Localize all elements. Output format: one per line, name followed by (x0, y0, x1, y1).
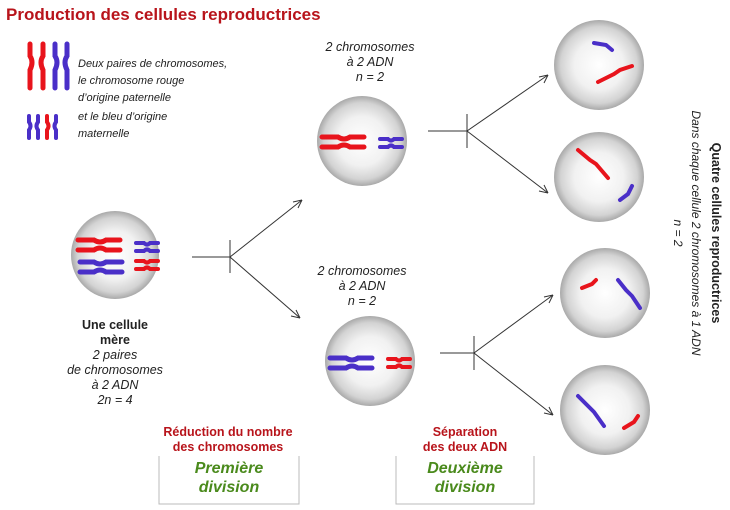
first-division-caption: Réduction du nombre des chromosomes (148, 425, 308, 455)
result-line-1: Dans chaque cellule 2 chromosomes à 1 AD… (689, 110, 703, 356)
legend-line-5: maternelle (78, 128, 130, 140)
division-boxes (158, 456, 535, 505)
top-cell-chromosomes (319, 134, 404, 150)
top-cell-label-line-3: n = 2 (355, 70, 385, 84)
second-division-name-line-2: division (434, 479, 496, 496)
bottom-cell-label-line-2: à 2 ADN (338, 279, 386, 293)
gamete-2-chromosomes (576, 148, 634, 202)
gamete-cell-3 (560, 248, 650, 338)
mother-cell-chromosomes (75, 237, 160, 275)
second-division-caption: Séparation des deux ADN (395, 425, 535, 455)
second-division-arrows-bottom (440, 294, 554, 416)
mother-cell-label: Une cellule mère 2 paires de chromosomes… (45, 318, 185, 408)
mother-cell (71, 211, 159, 299)
legend-chromosome-pair-large (27, 41, 70, 91)
top-cell-label: 2 chromosomes à 2 ADN n = 2 (300, 40, 440, 85)
legend-line-3: d’origine paternelle (78, 92, 171, 104)
gamete-cell-4 (560, 365, 650, 455)
mother-cell-line-3: à 2 ADN (91, 378, 139, 392)
mother-cell-line-4: 2n = 4 (97, 393, 133, 407)
first-division-caption-line-1: Réduction du nombre (163, 425, 293, 439)
mother-cell-title-2: mère (100, 333, 130, 347)
gamete-cell-1 (554, 20, 644, 110)
mother-cell-title-1: Une cellule (82, 318, 148, 332)
first-division-name-line-1: Première (194, 460, 264, 477)
gamete-4-chromosomes (576, 394, 640, 430)
bottom-daughter-cell (325, 316, 415, 406)
legend-chromosome-pair-small (27, 114, 58, 140)
top-cell-label-line-2: à 2 ADN (346, 55, 394, 69)
legend-line-1: Deux paires de chromosomes, (78, 58, 228, 70)
top-daughter-cell (317, 96, 407, 186)
result-title: Quatre cellules reproductrices (709, 142, 723, 324)
gamete-3-chromosomes (580, 278, 642, 310)
first-division-name: Première division (159, 459, 299, 497)
page-title: Production des cellules reproductrices (6, 5, 321, 24)
first-division-name-line-2: division (198, 479, 260, 496)
second-division-arrows-top (428, 74, 549, 194)
result-line-2: n = 2 (671, 219, 685, 247)
bottom-cell-chromosomes (327, 355, 412, 371)
legend-line-2: le chromosome rouge (78, 75, 185, 87)
bottom-cell-label-line-3: n = 2 (347, 294, 377, 308)
legend-line-4: et le bleu d’origine (78, 111, 168, 123)
bottom-cell-label: 2 chromosomes à 2 ADN n = 2 (292, 264, 432, 309)
gamete-cell-2 (554, 132, 644, 222)
mother-cell-line-1: 2 paires (92, 348, 138, 362)
second-division-name: Deuxième division (396, 459, 534, 497)
mother-cell-line-2: de chromosomes (67, 363, 163, 377)
second-division-name-line-1: Deuxième (427, 460, 503, 477)
second-division-caption-line-2: des deux ADN (422, 440, 508, 454)
second-division-caption-line-1: Séparation (432, 425, 498, 439)
first-division-caption-line-2: des chromosomes (172, 440, 284, 454)
first-division-arrows (192, 199, 303, 319)
top-cell-label-line-1: 2 chromosomes (325, 40, 415, 54)
bottom-cell-label-line-1: 2 chromosomes (317, 264, 407, 278)
gamete-1-chromosomes (592, 41, 634, 84)
